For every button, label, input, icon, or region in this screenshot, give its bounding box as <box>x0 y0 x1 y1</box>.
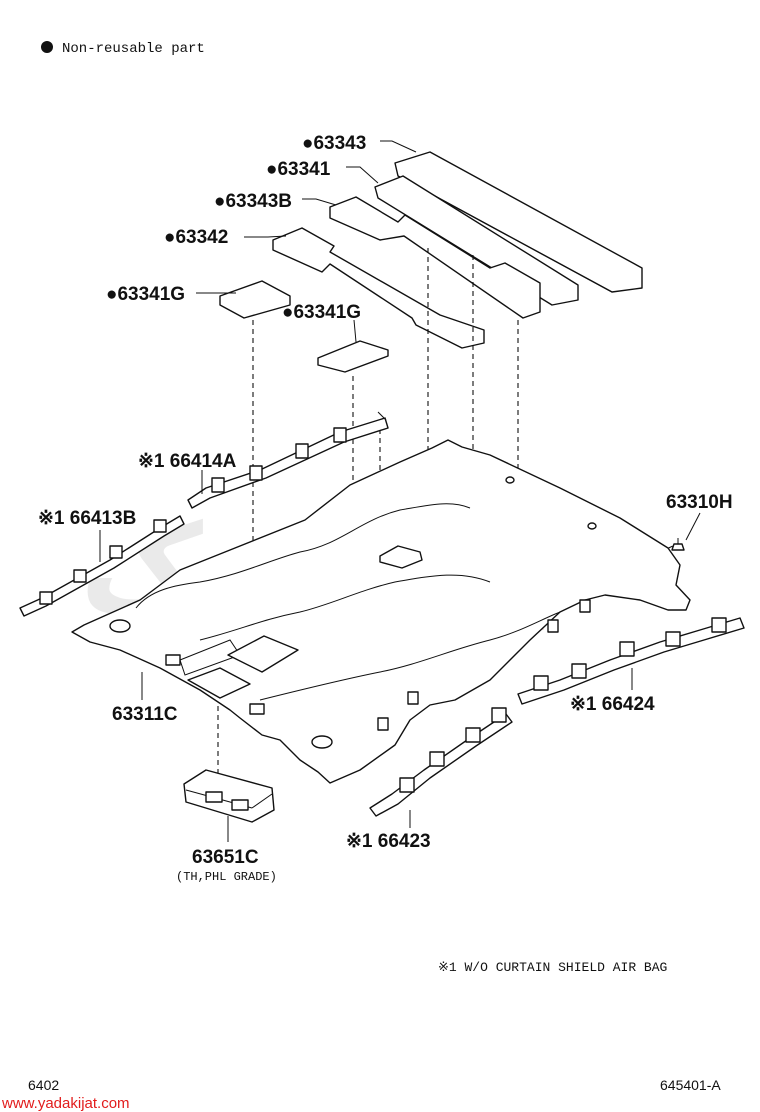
headliner-clip-3 <box>547 619 559 633</box>
headliner-hole-left <box>109 619 131 633</box>
pad-63341 <box>374 175 579 306</box>
legend-text: Non-reusable part <box>62 41 205 57</box>
label-66423: ※1 66423 <box>346 831 431 852</box>
headliner-console-area <box>187 667 251 699</box>
label-63311C: 63311C <box>112 704 178 725</box>
leader-label-63341G-b <box>353 319 357 343</box>
label-63343B: ●63343B <box>214 191 292 212</box>
label-63343: ●63343 <box>302 133 366 154</box>
headliner-clip-2 <box>249 703 265 715</box>
footer-right-code: 645401-A <box>660 1077 721 1093</box>
leader-label-63343 <box>380 140 417 153</box>
headliner-hole-right <box>311 735 333 749</box>
pad-63341G-left <box>219 280 291 319</box>
label-63310H: 63310H <box>666 492 733 513</box>
legend-bullet-icon <box>41 41 53 53</box>
headliner-63311C <box>71 439 691 784</box>
label-66413B: ※1 66413B <box>38 508 136 529</box>
headliner-pin-1 <box>505 476 515 484</box>
label-63342: ●63342 <box>164 227 228 248</box>
pad-63341G-right <box>317 340 389 373</box>
watermark-site-link[interactable]: www.yadakijat.com <box>1 1095 130 1112</box>
rail-66423 <box>369 707 513 817</box>
label-63651C-note: (TH,PHL GRADE) <box>176 870 277 884</box>
leader-label-63343B <box>302 198 337 206</box>
label-63651C: 63651C <box>192 847 259 868</box>
rail-66424 <box>517 617 745 705</box>
headliner-clip-6 <box>407 691 419 705</box>
rail-66413B <box>19 515 185 617</box>
label-63341G-b: ●63341G <box>282 302 361 323</box>
footnote: ※1 W/O CURTAIN SHIELD AIR BAG <box>438 960 667 975</box>
headliner-pin-2 <box>587 522 597 530</box>
label-66414A: ※1 66414A <box>138 451 237 472</box>
clip-63310H <box>671 538 685 551</box>
label-63341G-a: ●63341G <box>106 284 185 305</box>
leader-label-63341 <box>346 166 379 184</box>
headliner-clip-5 <box>377 717 389 731</box>
leader-label-63342 <box>244 235 287 238</box>
rail-66414A <box>187 411 389 509</box>
lamp-63651C <box>183 769 275 823</box>
pad-63343B <box>329 196 541 319</box>
headliner-clip-4 <box>579 599 591 613</box>
footer-left-code: 6402 <box>28 1077 59 1093</box>
headliner-map-lamp <box>379 545 423 569</box>
headliner-clip-1 <box>165 654 181 666</box>
label-66424: ※1 66424 <box>570 694 655 715</box>
label-63341: ●63341 <box>266 159 331 180</box>
leader-label-63310H <box>685 512 701 541</box>
headliner-opening <box>227 635 299 673</box>
